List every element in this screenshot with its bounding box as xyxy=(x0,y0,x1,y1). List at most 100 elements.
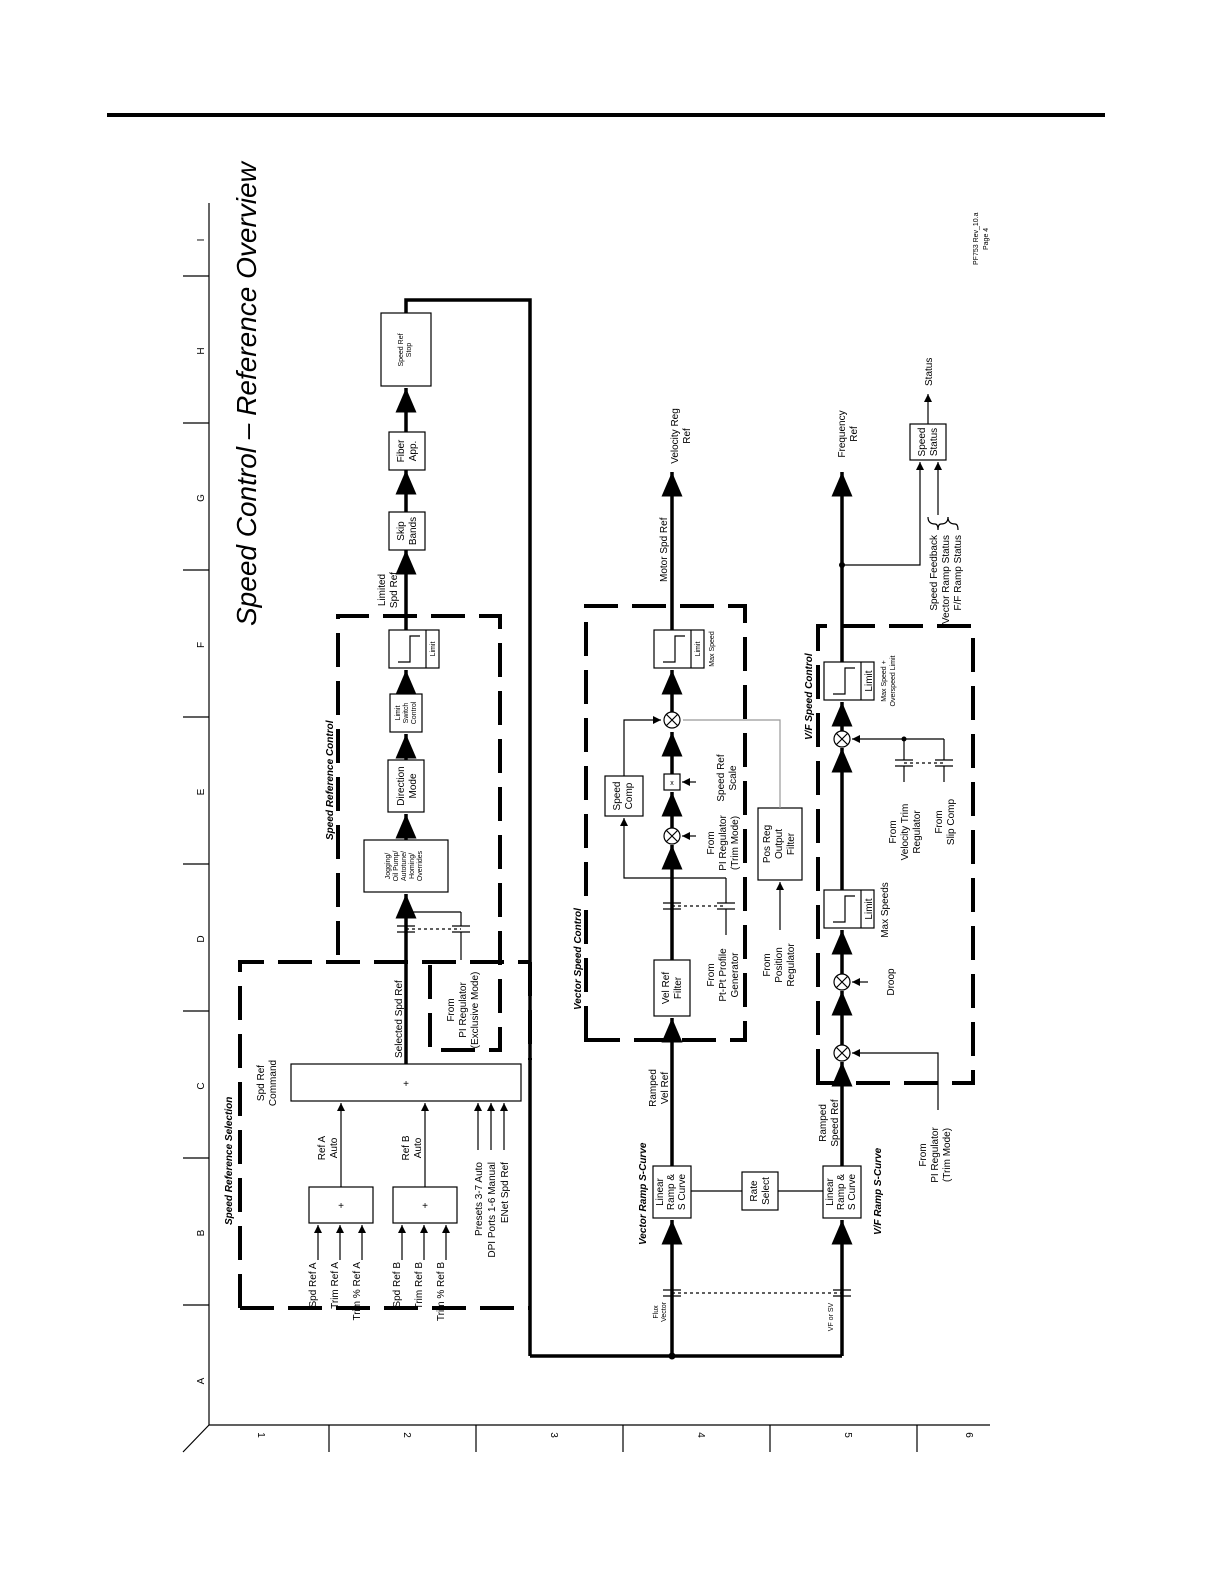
speed-status-block xyxy=(909,423,947,461)
fiber-app-line1: Fiber xyxy=(396,439,407,462)
grid-frame xyxy=(182,203,990,1453)
ramped-vel-ref-line2: Vel Ref xyxy=(660,1072,671,1104)
grid-letter-i: I xyxy=(196,239,207,242)
jogging-line4: Homing/ xyxy=(409,853,416,879)
flux-vector-line2: Vector xyxy=(661,1301,668,1322)
vf-linear-ramp-block xyxy=(822,1165,862,1219)
spd-ref-a-label: Spd Ref A xyxy=(308,1262,319,1307)
from-pi-trim-vf-line1: From xyxy=(918,1143,929,1166)
limit-switch-line2: Switch xyxy=(403,703,410,724)
grid-number-1: 1 xyxy=(255,1432,266,1438)
speed-status-line2: Status xyxy=(929,428,940,456)
header-rule xyxy=(107,113,1105,117)
section-vector-ramp: Vector Ramp S-Curve xyxy=(638,1142,649,1245)
ramped-speed-ref-line2: Speed Ref xyxy=(830,1099,841,1146)
ref-a-auto-line1: Ref A xyxy=(317,1135,328,1160)
grid-letter-g: G xyxy=(196,494,207,502)
from-position-line1: From xyxy=(762,953,773,976)
velocity-reg-ref-line1: Velocity Reg xyxy=(670,408,681,464)
page-title: Speed Control – Reference Overview xyxy=(231,160,262,626)
from-pi-exclusive-line2: PI Regulator xyxy=(458,982,469,1038)
limited-spd-ref-line2: Spd Ref xyxy=(389,572,400,608)
pos-reg-filter-line2: Output xyxy=(774,829,785,859)
grid-letter-e: E xyxy=(196,788,207,795)
ramped-vel-ref-line1: Ramped xyxy=(648,1069,659,1107)
from-position-line2: Position xyxy=(774,947,785,983)
vector-ramp-line3: S Curve xyxy=(677,1174,688,1211)
skip-bands-line2: Bands xyxy=(408,517,419,545)
from-ptpt-line3: Generator xyxy=(730,952,741,998)
grid-letter-a: A xyxy=(196,1377,207,1384)
rate-select-line2: Select xyxy=(761,1177,772,1205)
limit-control-label: Limit xyxy=(430,642,437,657)
jogging-line2: Oil Pump/ xyxy=(393,851,400,882)
grid-letters: A B C D E F G H I xyxy=(196,239,207,1385)
skip-bands-line1: Skip xyxy=(396,521,407,541)
spd-ref-command-symbol: + xyxy=(403,1079,409,1090)
ramped-speed-ref-line1: Ramped xyxy=(818,1104,829,1142)
grid-letter-c: C xyxy=(196,1082,207,1089)
grid-number-4: 4 xyxy=(695,1432,706,1438)
from-velocity-trim-line3: Regulator xyxy=(912,810,923,854)
dpi-ports-label: DPI Ports 1-6 Manual xyxy=(487,1162,498,1258)
limit-vector-label: Limit xyxy=(695,642,702,657)
sum-block-a xyxy=(308,1186,374,1224)
speed-ref-stop-block xyxy=(380,312,432,387)
limited-spd-ref-line1: Limited xyxy=(377,574,388,606)
trim-ref-b-label: Trim Ref B xyxy=(414,1262,425,1310)
vel-ref-filter-line2: Filter xyxy=(673,976,684,999)
max-speed-overspeed-line1: Max Speed + xyxy=(881,660,888,701)
droop-label: Droop xyxy=(886,968,897,996)
from-pi-trim-vf-line2: PI Regulator xyxy=(930,1127,941,1183)
jogging-block xyxy=(363,839,449,893)
from-pi-exclusive-line3: (Exclusive Mode) xyxy=(470,972,481,1049)
motor-spd-ref-label: Motor Spd Ref xyxy=(659,517,670,582)
velocity-reg-ref-line2: Ref xyxy=(682,428,693,444)
vf-ramp-line3: S Curve xyxy=(847,1174,858,1211)
rate-select-block xyxy=(741,1171,779,1211)
section-vector-speed-control: Vector Speed Control xyxy=(573,908,584,1010)
max-speed-label: Max Speed xyxy=(709,631,716,667)
speed-ref-scale-line2: Scale xyxy=(728,765,739,790)
from-pi-exclusive-line1: From xyxy=(446,998,457,1021)
grid-letter-f: F xyxy=(196,642,207,648)
from-pi-trim-vec-line3: (Trim Mode) xyxy=(730,816,741,870)
limit-vf-1-label: Limit xyxy=(864,898,875,919)
status-label: Status xyxy=(924,358,935,386)
vector-ramp-line2: Ramp & xyxy=(666,1174,677,1210)
from-pi-trim-vec-line2: PI Regulator xyxy=(718,815,729,871)
grid-number-5: 5 xyxy=(842,1432,853,1438)
grid-number-3: 3 xyxy=(548,1432,559,1438)
sum-block-b xyxy=(392,1186,458,1224)
max-speeds-label: Max Speeds xyxy=(880,882,891,938)
fiber-app-line2: App. xyxy=(408,441,419,462)
grid-number-2: 2 xyxy=(401,1432,412,1438)
from-pi-trim-vec-line1: From xyxy=(706,831,717,854)
ref-b-auto-line2: Auto xyxy=(413,1137,424,1158)
speed-status-line1: Speed xyxy=(917,428,928,457)
page-label: Page 4 xyxy=(983,228,990,250)
from-slip-comp-line1: From xyxy=(934,810,945,833)
speed-ref-stop-line2: Stop xyxy=(406,343,413,358)
presets-label: Presets 3-7 Auto xyxy=(474,1162,485,1236)
rate-select-line1: Rate xyxy=(749,1180,760,1202)
spd-ref-command-line1: Spd Ref xyxy=(256,1065,267,1101)
trim-pct-ref-b-label: Trim % Ref B xyxy=(436,1262,447,1321)
section-vf-speed-control: V/F Speed Control xyxy=(804,653,815,740)
spd-ref-b-label: Spd Ref B xyxy=(392,1262,403,1308)
vf-ramp-line1: Linear xyxy=(825,1177,836,1205)
section-vf-ramp: V/F Ramp S-Curve xyxy=(873,1147,884,1235)
from-ptpt-line1: From xyxy=(706,963,717,986)
vector-ramp-line1: Linear xyxy=(655,1177,666,1205)
from-slip-comp-line2: Slip Comp xyxy=(946,799,957,846)
speed-ref-selection: + + Spd Ref A Trim Ref A Trim % Ref A Sp… xyxy=(256,910,522,1321)
speed-comp-line1: Speed xyxy=(612,782,623,811)
speed-ref-stop-line1: Speed Ref xyxy=(398,333,405,366)
section-borders xyxy=(238,604,975,1310)
vector-speed-control: Ramped Vel Ref Vel Ref Filter From Pt-Pt… xyxy=(604,408,803,1166)
jogging-line3: Autotune/ xyxy=(401,851,408,881)
speed-ref-scale-line1: Speed Ref xyxy=(716,754,727,801)
grid-number-6: 6 xyxy=(963,1432,974,1438)
vf-speed-control: Ramped Speed Ref From PI Regulator (Trim… xyxy=(818,358,964,1183)
